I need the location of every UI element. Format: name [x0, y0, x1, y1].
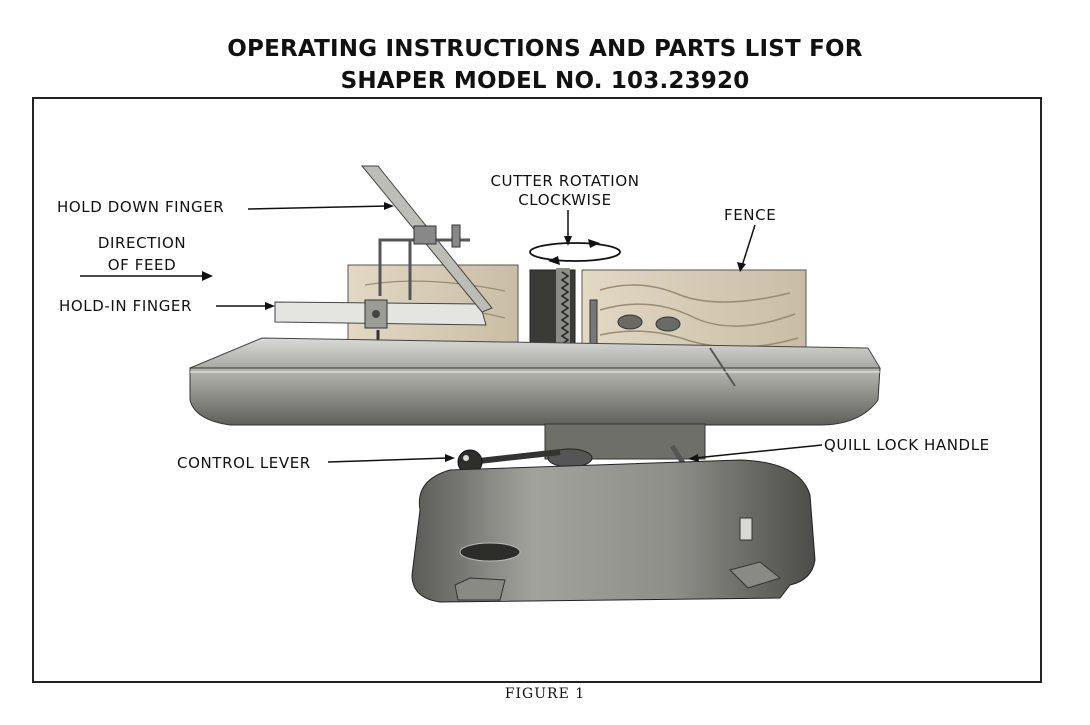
figure-frame	[32, 97, 1042, 683]
rotation-arrow-icon	[529, 239, 621, 265]
label-direction-line-2: OF FEED	[107, 256, 177, 274]
label-quill-lock-handle: QUILL LOCK HANDLE	[824, 436, 990, 454]
figure-caption: FIGURE 1	[504, 686, 586, 702]
shaper-base	[411, 459, 816, 603]
label-fence: FENCE	[724, 206, 777, 224]
shaper-table	[189, 337, 881, 426]
document-title-line-2: SHAPER MODEL NO. 103.23920	[340, 68, 750, 94]
hold-down-finger-arm	[360, 165, 493, 313]
document-title-line-1: OPERATING INSTRUCTIONS AND PARTS LIST FO…	[227, 36, 863, 62]
label-control-lever: CONTROL LEVER	[177, 454, 311, 472]
column-and-levers	[457, 423, 709, 498]
label-cutter-rotation: CUTTER ROTATION	[490, 172, 640, 190]
cutter	[529, 268, 598, 356]
hold-in-finger-bar	[274, 299, 487, 345]
label-hold-in-finger: HOLD-IN FINGER	[59, 297, 193, 315]
label-cutter-clockwise: CLOCKWISE	[518, 191, 612, 209]
label-hold-down-finger: HOLD DOWN FINGER	[57, 198, 225, 216]
callout-leaders	[80, 202, 823, 463]
label-direction-line-1: DIRECTION	[97, 234, 187, 252]
